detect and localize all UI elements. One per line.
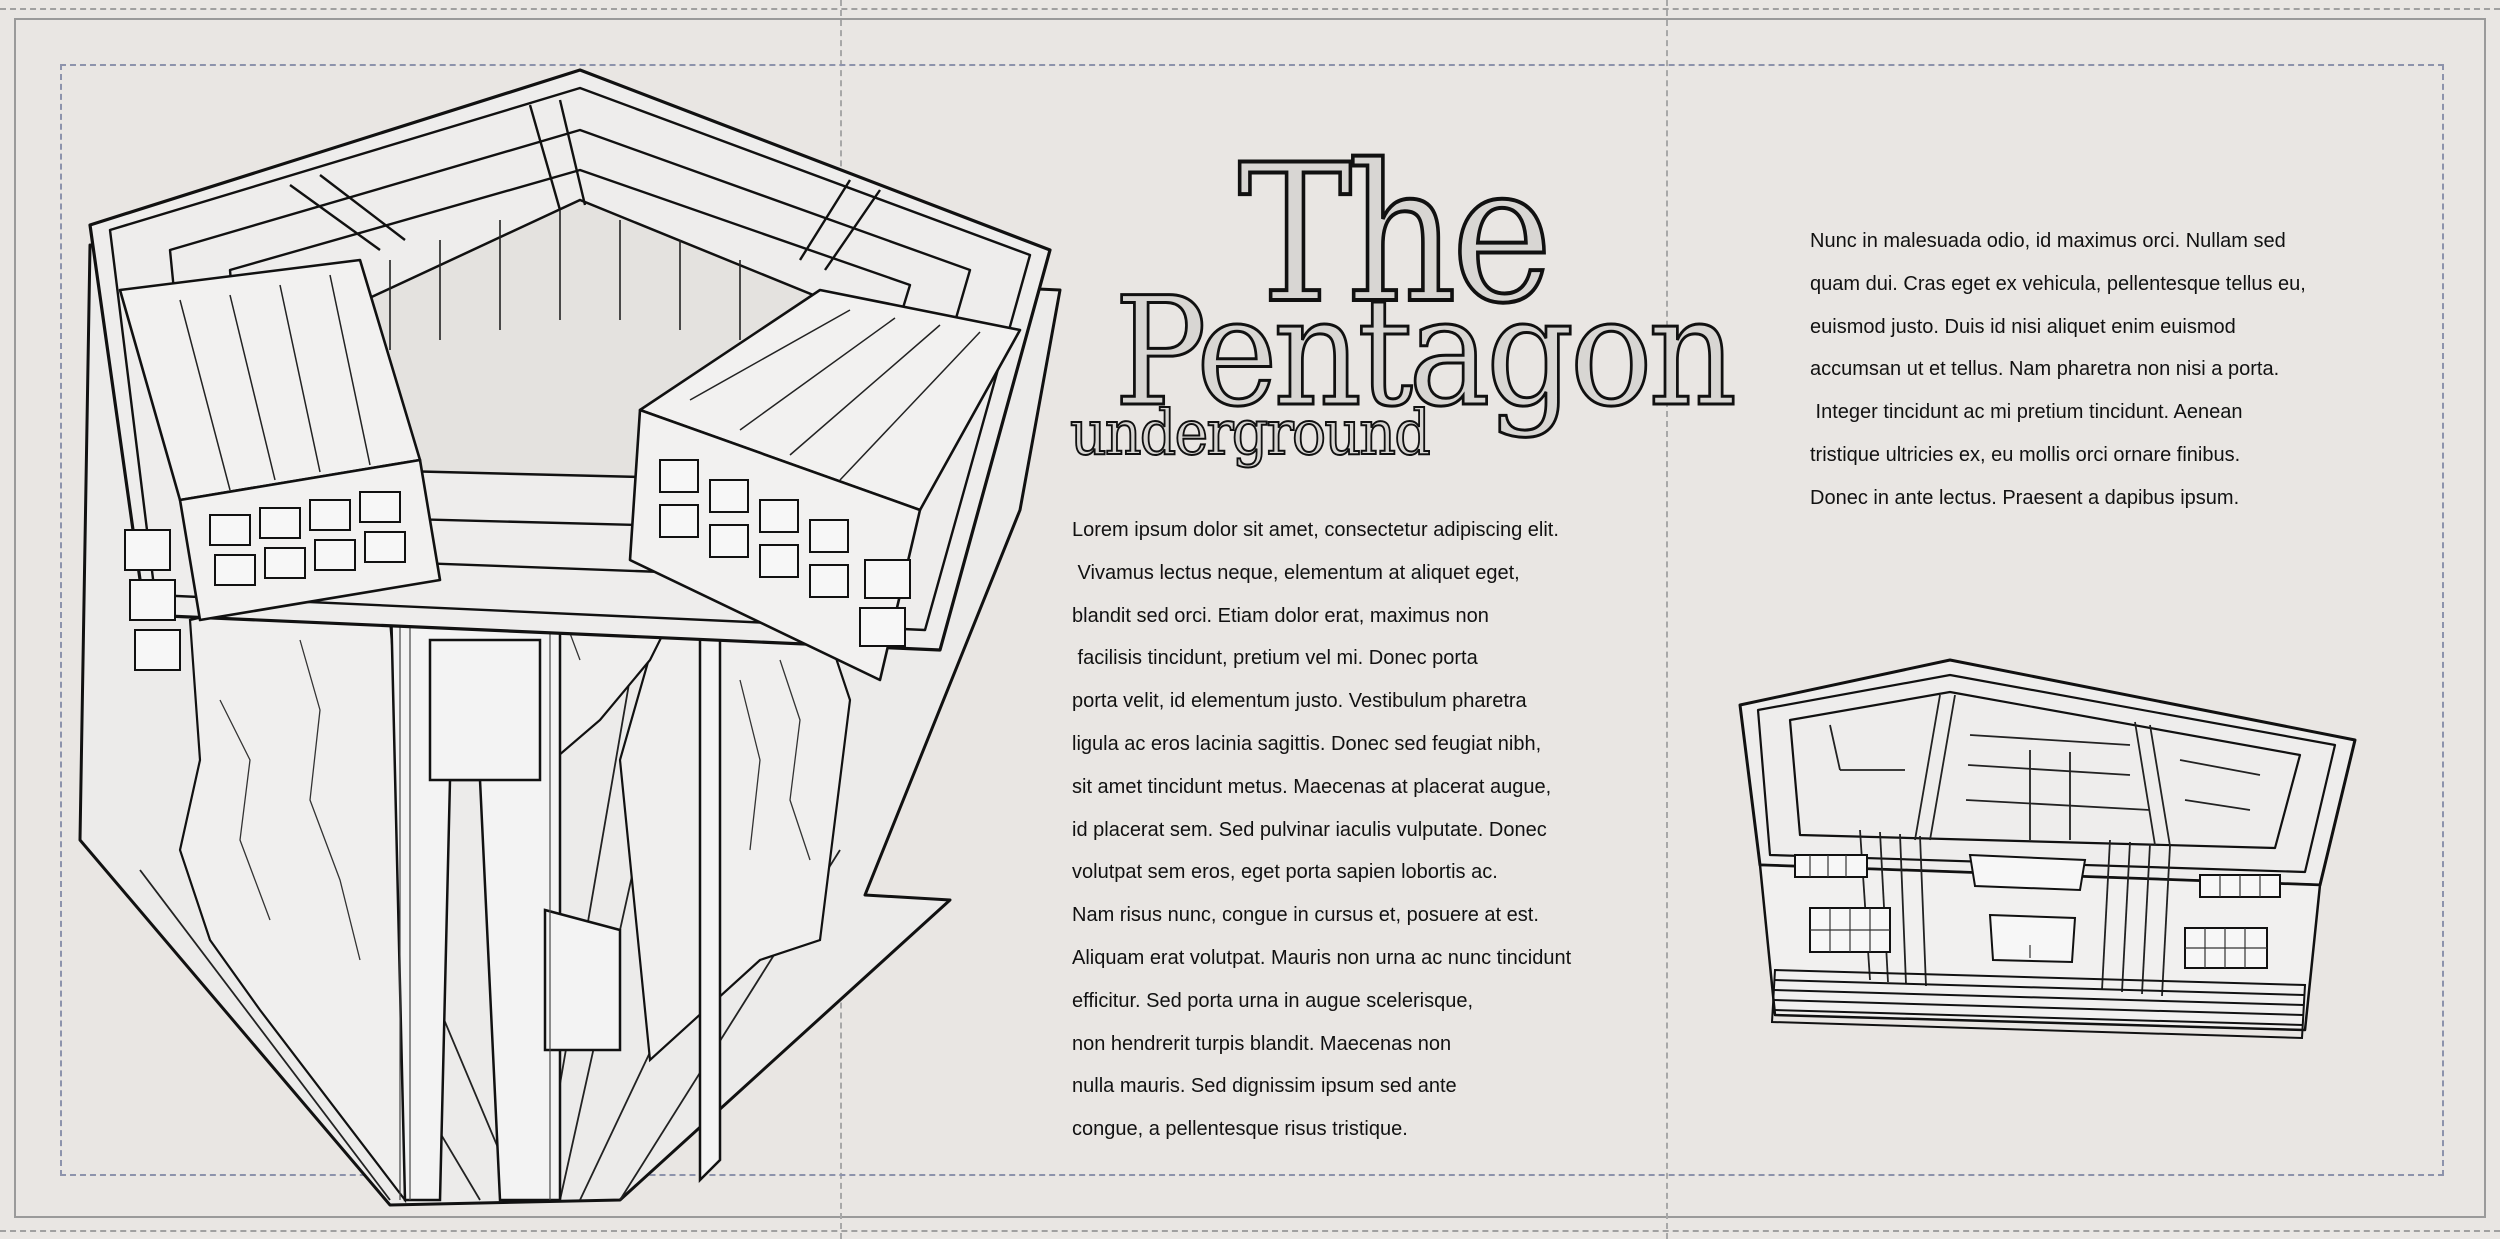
title-block: The Pentagon underground [1068,124,1738,480]
pentagon-building-illustration [1738,658,2357,1040]
crop-mark-top [0,8,2500,10]
body-text-left: Lorem ipsum dolor sit amet, consectetur … [1072,519,1572,1141]
crop-mark-bottom [0,1230,2500,1232]
page-trim-border [14,18,2486,1218]
title-subtitle: underground [1069,396,1432,469]
fold-line-right [1666,0,1668,1239]
safe-area-guide [60,64,2444,1176]
body-text-right: Nunc in malesuada odio, id maximus orci.… [1810,230,2306,509]
title-the: The [1236,124,1554,345]
pentagon-cliff-illustration [78,68,1062,1207]
title-pentagon: Pentagon [1113,266,1739,440]
